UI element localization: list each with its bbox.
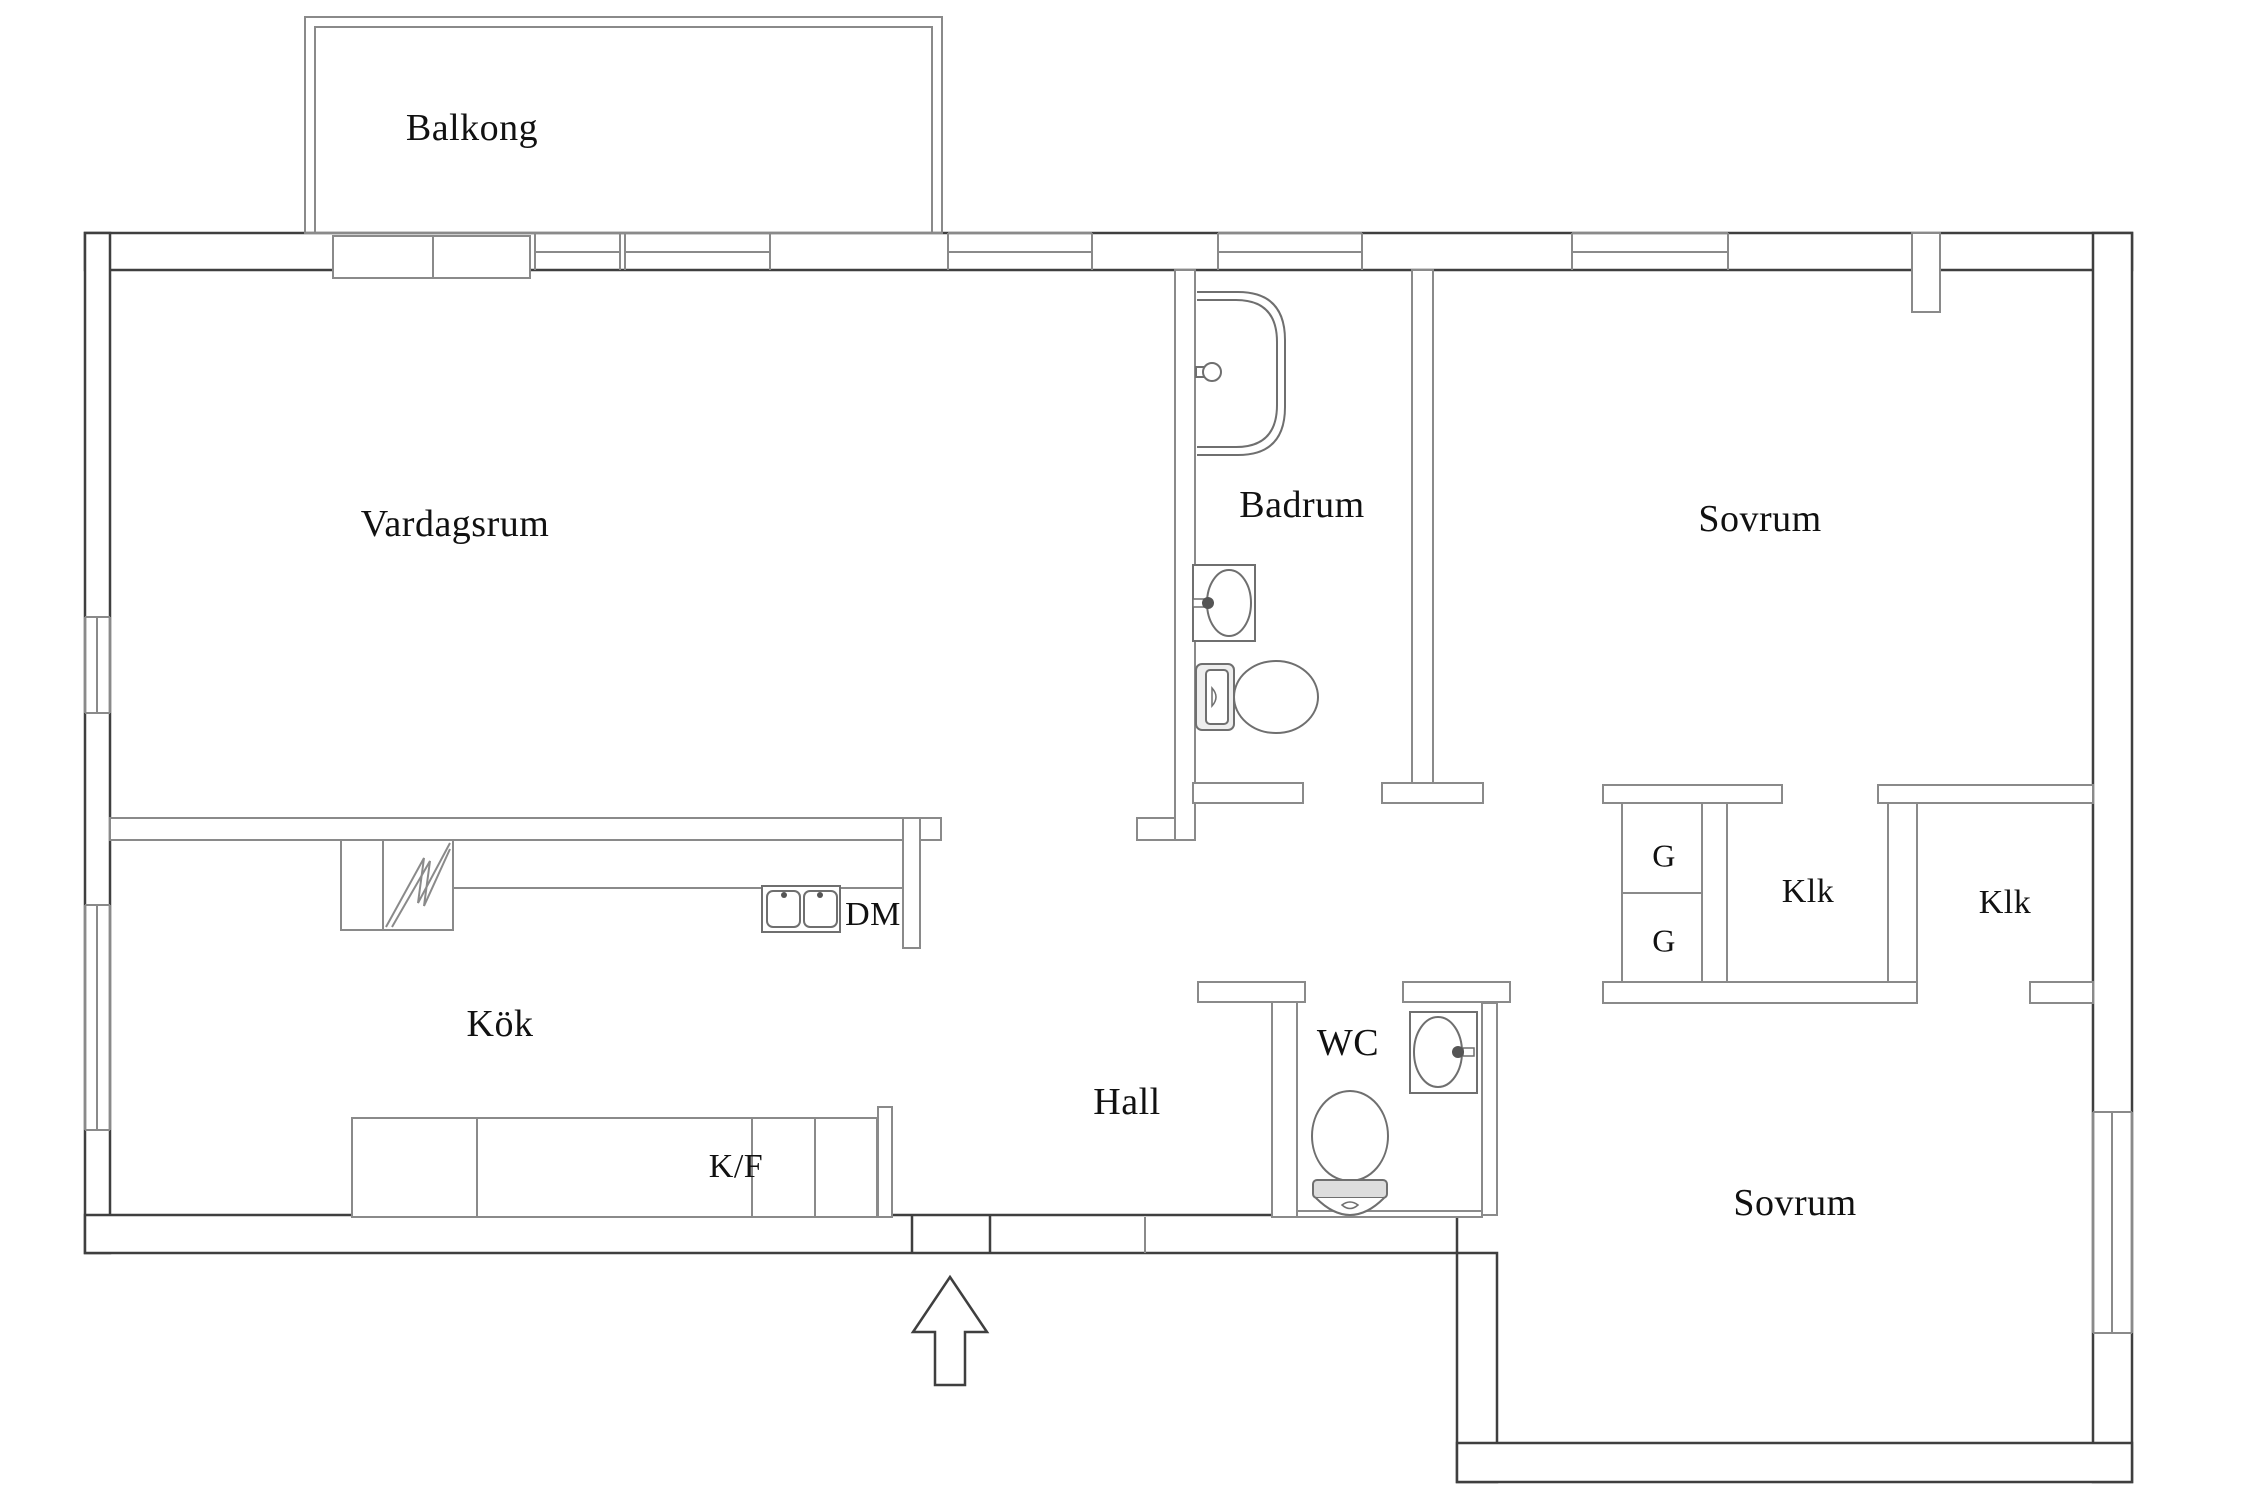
wardrobe-icon	[1621, 892, 1703, 983]
windows	[84, 232, 2133, 1334]
wc-toilet-icon	[1311, 1090, 1389, 1216]
wall-stub-top-right	[1911, 232, 1941, 313]
balcony	[304, 16, 943, 234]
wall-wc-right	[1481, 1002, 1498, 1216]
wall-bottom-main	[83, 1213, 1459, 1255]
interior-walls	[109, 232, 2094, 1253]
window-icon	[624, 232, 771, 270]
wall-bedroom-bottom-right	[1877, 784, 2094, 804]
wall-bathroom-bedroom	[1411, 269, 1434, 804]
window-icon	[947, 232, 1093, 270]
balcony-inner-rail	[314, 26, 933, 234]
room-label-sovrum-bottom: Sovrum	[1733, 1182, 1857, 1224]
wall-klk-left	[1701, 802, 1728, 983]
wall-bedroom-bottom-left	[1602, 784, 1783, 804]
fixture-label-dm: DM	[845, 896, 901, 933]
wall-tbar-bathroom-door	[1381, 782, 1484, 804]
wardrobe-boxes	[1621, 802, 1703, 983]
wall-bathroom-bottom	[1192, 782, 1304, 804]
wall-kitchen-right-lower	[877, 1106, 893, 1218]
room-label-klk-left: Klk	[1781, 873, 1835, 910]
fixture-label-kf: K/F	[708, 1148, 764, 1185]
window-icon	[84, 904, 111, 1131]
wall-klk-divider	[1887, 802, 1918, 983]
window-icon	[1217, 232, 1363, 270]
window-icon	[1571, 232, 1729, 270]
fridge-freezer-counter	[351, 1117, 878, 1218]
wall-bottom-sovrum	[1455, 1441, 2134, 1484]
stove-icon	[382, 839, 454, 931]
wardrobe-icon	[1621, 802, 1703, 894]
room-label-vardagsrum: Vardagsrum	[360, 503, 550, 545]
room-label-badrum: Badrum	[1239, 484, 1365, 526]
window-icon	[2092, 1111, 2133, 1334]
wall-kitchen-right-upper	[902, 817, 921, 949]
kitchen-sink-icon	[761, 885, 841, 933]
bathroom-sink-icon	[1192, 564, 1256, 642]
kitchen-counter-top	[340, 839, 903, 931]
wall-closet-bottom	[1602, 981, 1918, 1004]
balcony-door-icon	[332, 235, 531, 279]
wall-wc-left	[1271, 1001, 1298, 1218]
room-label-kok: Kök	[466, 1003, 534, 1045]
balcony-outer-rail	[304, 16, 943, 234]
room-label-balkong: Balkong	[405, 107, 539, 149]
fixture-label-g-upper: G	[1652, 837, 1676, 874]
bathtub-icon	[1195, 291, 1286, 456]
room-label-sovrum-top: Sovrum	[1698, 498, 1822, 540]
wall-livingroom-bottom	[109, 817, 942, 841]
window-icon	[534, 232, 621, 270]
wall-wc-top-right	[1402, 981, 1511, 1003]
wall-livingroom-bathroom	[1174, 269, 1196, 841]
wc-sink-icon	[1409, 1011, 1478, 1094]
room-label-klk-right: Klk	[1978, 884, 2032, 921]
room-label-wc: WC	[1316, 1022, 1380, 1064]
window-icon	[84, 616, 111, 714]
cabinet	[340, 839, 384, 931]
bathroom-toilet-icon	[1195, 660, 1319, 734]
entrance-door-opening	[910, 1215, 992, 1253]
fixture-label-g-lower: G	[1652, 922, 1676, 959]
wall-wc-top-left	[1197, 981, 1306, 1003]
wall-klk2-bottom	[2029, 981, 2094, 1004]
room-label-hall: Hall	[1093, 1081, 1161, 1123]
entrance-arrow-icon	[910, 1274, 990, 1387]
wall-wc-bottom	[1296, 1210, 1483, 1218]
